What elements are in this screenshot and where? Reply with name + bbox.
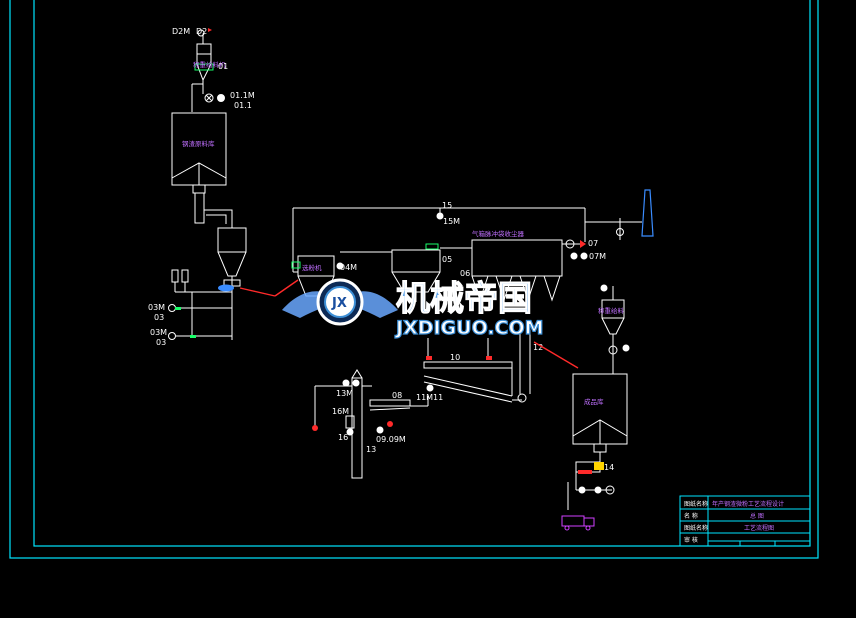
label-15: 15 [442,201,452,210]
fan-07-arrow-icon [580,240,586,248]
d2-arrow-icon [208,28,212,32]
label-d2m: D2M [172,27,190,36]
feeder-top-label: 称重给料机 [193,60,226,69]
label-05: 05 [442,255,452,264]
i09-motor-icon [376,426,384,434]
bag-filter [440,239,580,302]
cyclone-right-label: 称重给料 [598,306,625,315]
mill-blue-icon [218,284,234,292]
label-d1: 01 [218,62,228,71]
e13-motor2-icon [352,379,360,387]
chimney [641,189,654,237]
fan-07-icon [565,239,575,249]
label-d3m-a: 03M [148,303,165,312]
c10-marker-a [426,356,432,360]
label-d11: 01.1 [234,101,252,110]
tb-row1-label: 图纸名称 [684,500,708,508]
label-16m: 16M [332,407,349,416]
item-16 [345,415,355,429]
outer-frame [9,0,819,559]
right-silo [572,373,628,462]
i09-inlet-icon [387,421,393,427]
feed-line-separator [274,279,299,297]
fan-07-motor2-icon [580,252,588,260]
label-04m: 04M [340,263,357,272]
red-valve-icon [578,470,592,474]
tanker-truck-icon [561,515,595,531]
label-d3-b: 03 [156,338,166,347]
conveyor-10 [423,330,531,403]
air-duct-loop [292,207,640,272]
tb-row3-label: 图纸名称 [684,524,708,532]
bag-filter-label: 气箱脉冲袋收尘器 [472,229,525,238]
e13-motor-icon [342,379,350,387]
label-09: 09.09M [376,435,406,444]
watermark-site: JXDIGUO.COM [394,317,544,339]
i16-motor-icon [346,428,354,436]
ls-valve-icon [605,485,615,495]
tb-row4-label: 审 核 [684,536,698,544]
fan-chimney-icon [616,228,624,236]
watermark-logo [282,278,398,326]
top-feeder-group [191,34,225,112]
label-d1m: 01.1M [230,91,255,100]
label-14: 14 [604,463,614,472]
yellow-valve-icon [594,462,604,470]
label-11m: 11M [416,393,433,402]
tb-row3-value: 工艺流程图 [744,524,774,532]
rc-valve-icon [608,345,618,355]
tb-row2-value: 总 图 [750,512,764,520]
e13-inlet-icon [312,425,318,431]
feed-line-product [533,341,579,369]
c10-marker-b [486,356,492,360]
tb-row1-value: 年产钢渣微粉工艺流程设计 [712,500,784,508]
label-11: 11 [433,393,443,402]
inner-frame [33,0,811,547]
fan-15-icon [436,212,444,220]
ls-motor-icon [578,486,586,494]
label-06: 06 [460,269,470,278]
feed-line-mill [239,287,276,297]
tb-row2-label: 名 称 [684,512,698,520]
label-d3-a: 03 [154,313,164,322]
label-07: 07 [588,239,598,248]
d3b-valve-icon [190,335,196,338]
label-10: 10 [450,353,460,362]
watermark-title: 机械帝国 [396,279,532,319]
rc-motor-icon [600,284,608,292]
d3-blower-group [168,269,232,340]
label-07m: 07M [589,252,606,261]
c11-motor-icon [426,384,434,392]
label-13: 13 [366,445,376,454]
label-08: 08 [392,391,402,400]
fan-07-motor-icon [570,252,578,260]
rc-motor2-icon [622,344,630,352]
left-silo [171,112,233,229]
right-cyclone [601,286,625,374]
elevator-13 [314,369,429,479]
label-d2: D2 [196,27,207,36]
ls-motor2-icon [594,486,602,494]
d2-motor-icon [197,29,205,37]
silo-right-label: 成品库 [584,397,604,406]
lower-cyclone [217,227,247,340]
label-13m: 13M [336,389,353,398]
cyclone-05 [340,243,441,302]
label-d3m-b: 03M [150,328,167,337]
d3a-valve-icon [175,307,181,310]
label-16: 16 [338,433,348,442]
separator-label: 选粉机 [302,263,322,272]
label-12: 12 [533,343,543,352]
logo-letters: JX [331,296,347,311]
title-block [679,495,811,547]
silo-left-label: 钢渣原料库 [182,139,215,148]
label-15m: 15M [443,217,460,226]
